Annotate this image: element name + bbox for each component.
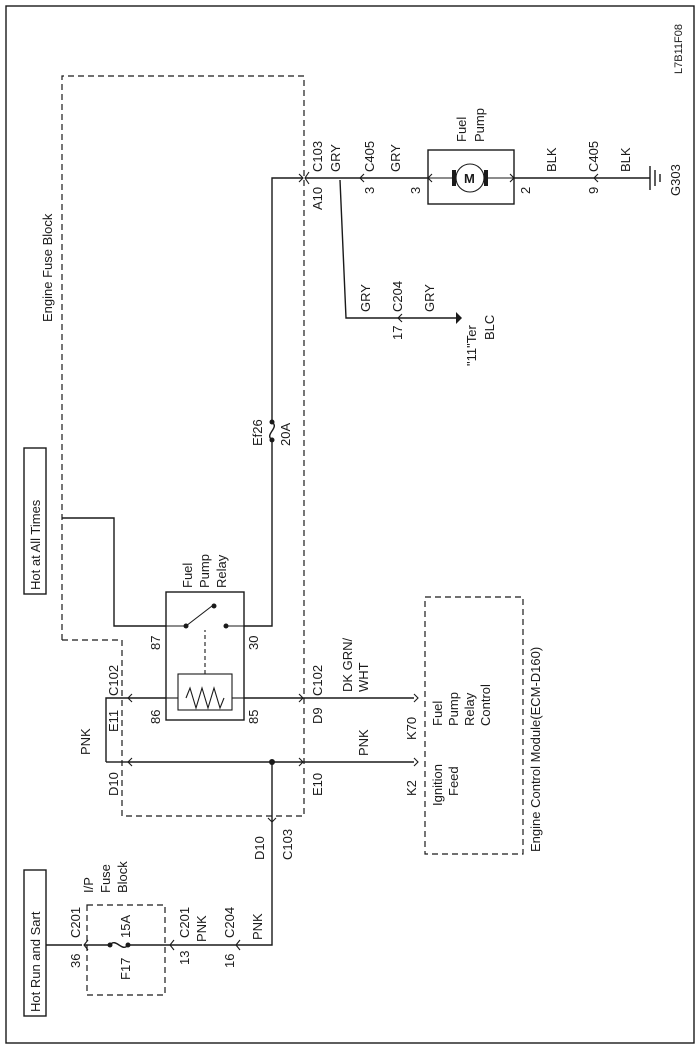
- c405-pin-9: 9: [586, 187, 601, 194]
- blc-label: BLC: [482, 315, 497, 340]
- fuse-ef26-icon: [269, 421, 275, 441]
- c102-right-label: C102: [310, 665, 325, 696]
- pump-pin-3-arrow: [427, 173, 433, 183]
- c204-pin-17: 17: [390, 326, 405, 340]
- wire-gry-label-4: GRY: [422, 284, 437, 312]
- ecm-outline: [424, 596, 524, 855]
- ecm-k70-label-2: Pump: [446, 692, 461, 726]
- ip-fuse-block-label-2: Fuse: [98, 864, 113, 893]
- c102-pin-e11: E11: [106, 710, 121, 732]
- relay-label-1: Fuel: [180, 563, 195, 588]
- wire-gry-label-3: GRY: [358, 284, 373, 312]
- pump-pin-2: 2: [518, 187, 533, 194]
- fuse-ef26-rating: 20A: [278, 423, 293, 446]
- c201-pin-36: 36: [68, 954, 83, 968]
- ecm-k2-label-2: Feed: [446, 766, 461, 796]
- motor-brush-left: [452, 170, 456, 186]
- wire-pnk-to-c103: [236, 822, 273, 946]
- fuel-pump-box: [427, 149, 515, 205]
- wire-blk-label-1: BLK: [544, 147, 559, 172]
- motor-brush-right: [484, 170, 488, 186]
- blc-terminal-arrow: [456, 312, 462, 324]
- c405-right-label: C405: [586, 141, 601, 172]
- engine-fuse-block-outline: [61, 75, 305, 640]
- hot-run-start-label: Hot Run and Sart: [28, 911, 43, 1012]
- ip-fuse-block-label-3: Block: [115, 861, 130, 893]
- c204-left-label: C204: [222, 907, 237, 938]
- c103-pin-a10: A10: [310, 187, 325, 210]
- c103-bottom-label: C103: [280, 829, 295, 860]
- wire-blk-label-2: BLK: [618, 147, 633, 172]
- relay-label-2: Pump: [197, 554, 212, 588]
- connector-ecm-k70-symbol: [413, 693, 419, 703]
- wire-pnk-label-2: PNK: [250, 913, 265, 940]
- relay-coil-icon: [185, 686, 225, 710]
- wire-pnk-label-3: PNK: [78, 728, 93, 755]
- wire-pnk-label-1: PNK: [194, 915, 209, 942]
- ecm-k70-label-4: Control: [478, 684, 493, 726]
- fuse-f17-rating: 15A: [118, 915, 133, 938]
- motor-label: M: [464, 171, 475, 186]
- wire-gry-branch-blc: [339, 179, 398, 319]
- relay-pin-30: 30: [246, 636, 261, 650]
- c102-pin-e10: E10: [310, 773, 325, 796]
- ip-fuse-block-outline: [86, 904, 166, 996]
- c102-pin-d9: D9: [310, 707, 325, 724]
- fuel-pump-label-1: Fuel: [454, 117, 469, 142]
- c204-right-label: C204: [390, 281, 405, 312]
- wire-30-to-ef26: [244, 440, 273, 627]
- ecm-k2-label-1: Ignition: [430, 764, 445, 806]
- switch-pivot: [211, 603, 217, 609]
- c201-left-label: C201: [68, 907, 83, 938]
- ip-fuse-block-label-1: I/P: [81, 877, 96, 893]
- page-frame: [5, 5, 695, 1044]
- connector-ecm-k2-symbol: [413, 757, 419, 767]
- c201-pin-13: 13: [177, 951, 192, 965]
- ground-label: G303: [668, 164, 683, 196]
- hot-at-all-times-box: [23, 447, 47, 595]
- wire-pnk-label-4: PNK: [356, 729, 371, 756]
- fuse-f17-label: F17: [118, 958, 133, 980]
- wire-gry-label-1: GRY: [328, 144, 343, 172]
- blc-terminal-label: "11"Ter: [464, 325, 479, 366]
- ecm-k70-label-1: Fuel: [430, 701, 445, 726]
- wire-dkgrn-label-1: DK GRN/: [340, 637, 355, 692]
- c405-left-label: C405: [362, 141, 377, 172]
- wire-gry-label-2: GRY: [388, 144, 403, 172]
- wire-hot-feed-to-87: [62, 517, 166, 627]
- wire-ef26-to-a10: [271, 177, 303, 422]
- c103-top-label: C103: [310, 141, 325, 172]
- fuse-ef26-label: Ef26: [250, 419, 265, 446]
- c201-right-label: C201: [177, 907, 192, 938]
- relay-pin-86: 86: [148, 710, 163, 724]
- fuel-pump-relay-box: [165, 591, 245, 721]
- ecm-label: Engine Control Module(ECM-D160): [528, 647, 543, 852]
- fuel-pump-label-2: Pump: [472, 108, 487, 142]
- c102-left-label: C102: [106, 665, 121, 696]
- engine-fuse-block-lower-outline: [121, 640, 305, 817]
- engine-fuse-block-label: Engine Fuse Block: [40, 213, 55, 322]
- relay-pin-87: 87: [148, 636, 163, 650]
- ecm-pin-k2: K2: [404, 780, 419, 796]
- c103-pin-d10: D10: [252, 836, 267, 860]
- wire-dkgrn-label-2: WHT: [356, 662, 371, 692]
- c204-pin-16: 16: [222, 954, 237, 968]
- relay-pin-85: 85: [246, 710, 261, 724]
- relay-coil-frame: [177, 673, 233, 711]
- connector-c103-a10-symbol: [298, 173, 304, 183]
- c102-pin-d10: D10: [106, 772, 121, 796]
- pump-pin-3: 3: [408, 187, 423, 194]
- relay-switch-arm: [185, 605, 213, 627]
- hot-run-start-box: [23, 869, 47, 1017]
- fuse-f17-icon: [109, 942, 129, 948]
- ecm-pin-k70: K70: [404, 717, 419, 740]
- hot-at-all-times-label: Hot at All Times: [28, 499, 43, 590]
- relay-label-3: Relay: [214, 554, 229, 588]
- diagram-id: L7B11F08: [673, 24, 685, 74]
- ecm-k70-label-3: Relay: [462, 692, 477, 726]
- wire-pnk-e11: [105, 697, 128, 762]
- c405-pin-3: 3: [362, 187, 377, 194]
